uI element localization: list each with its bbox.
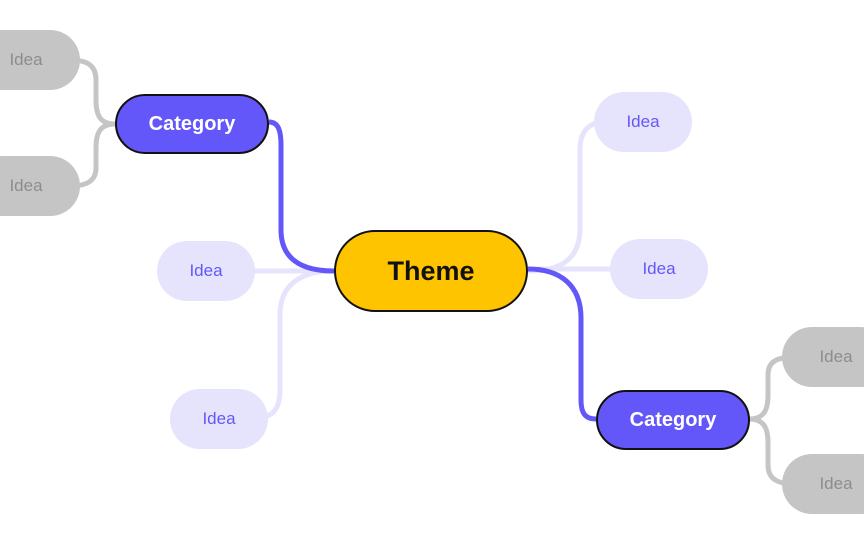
connector-category-subidea-upper-left-bottom — [69, 121, 116, 189]
connector-theme-idea-lower-left — [254, 268, 335, 421]
connector-theme-idea-upper-right — [527, 119, 606, 274]
idea-label: Idea — [642, 259, 676, 278]
connector-category-subidea-lower-right-bottom — [748, 416, 796, 487]
idea-node-left[interactable]: Idea — [157, 241, 255, 301]
sub-idea-label: Idea — [819, 474, 853, 493]
theme-label: Theme — [387, 255, 475, 286]
idea-node-upper-right[interactable]: Idea — [594, 92, 692, 152]
idea-label: Idea — [626, 112, 660, 131]
category-node-upper-left[interactable]: Category — [115, 94, 269, 154]
sub-idea-label: Idea — [9, 50, 43, 69]
connector-category-subidea-upper-left-top — [69, 57, 116, 127]
category-node-lower-right[interactable]: Category — [596, 390, 750, 450]
idea-label: Idea — [189, 261, 223, 280]
idea-label: Idea — [202, 409, 236, 428]
sub-idea-node-lower-right-bottom[interactable]: Idea — [782, 454, 864, 514]
sub-idea-label: Idea — [9, 176, 43, 195]
connector-category-subidea-lower-right-top — [748, 354, 796, 422]
sub-idea-node-upper-left-top[interactable]: Idea — [0, 30, 80, 90]
sub-idea-node-upper-left-bottom[interactable]: Idea — [0, 156, 80, 216]
idea-node-lower-left[interactable]: Idea — [170, 389, 268, 449]
category-label: Category — [148, 112, 236, 135]
category-label: Category — [629, 408, 717, 431]
idea-node-right[interactable]: Idea — [610, 239, 708, 299]
sub-idea-label: Idea — [819, 347, 853, 366]
connector-theme-category-lower — [527, 266, 597, 422]
sub-idea-node-lower-right-top[interactable]: Idea — [782, 327, 864, 387]
theme-node[interactable]: Theme — [334, 230, 528, 312]
connector-theme-category-upper — [268, 119, 335, 274]
